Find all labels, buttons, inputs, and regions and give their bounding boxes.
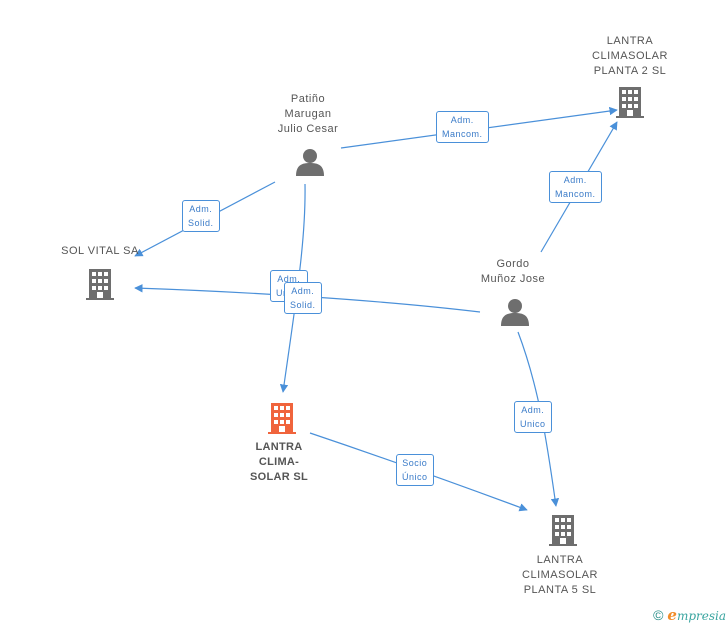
edge-label-adm-unico: Adm. Unico (514, 401, 552, 433)
node-label-lantra-climasolar[interactable]: LANTRA CLIMA- SOLAR SL (249, 441, 308, 483)
person-icon (501, 299, 529, 326)
node-label-lantra-planta-2[interactable]: LANTRA CLIMASOLAR PLANTA 2 SL (592, 35, 668, 77)
edge-label-adm-mancom: Adm. Mancom. (549, 171, 602, 203)
person-icon (296, 149, 324, 176)
copyright-icon: © (653, 607, 664, 623)
node-label-gordo-munoz[interactable]: Gordo Muñoz Jose (480, 258, 546, 285)
footer-brand[interactable]: ©empresia (653, 606, 726, 624)
building-icon (268, 403, 296, 434)
building-icon (616, 87, 644, 118)
brand-logo: empresia (667, 606, 726, 624)
node-label-sol-vital[interactable]: SOL VITAL SA (61, 245, 139, 257)
edge-label-adm-mancom: Adm. Mancom. (436, 111, 489, 143)
building-icon (86, 269, 114, 300)
edge-label-adm-solid: Adm. Solid. (182, 200, 220, 232)
node-label-patino-marugan[interactable]: Patiño Marugan Julio Cesar (277, 93, 339, 135)
edge-label-adm-solid: Adm. Solid. (284, 282, 322, 314)
building-icon (549, 515, 577, 546)
node-label-lantra-planta-5[interactable]: LANTRA CLIMASOLAR PLANTA 5 SL (522, 554, 598, 596)
edge-label-socio-unico: Socio Único (396, 454, 434, 486)
